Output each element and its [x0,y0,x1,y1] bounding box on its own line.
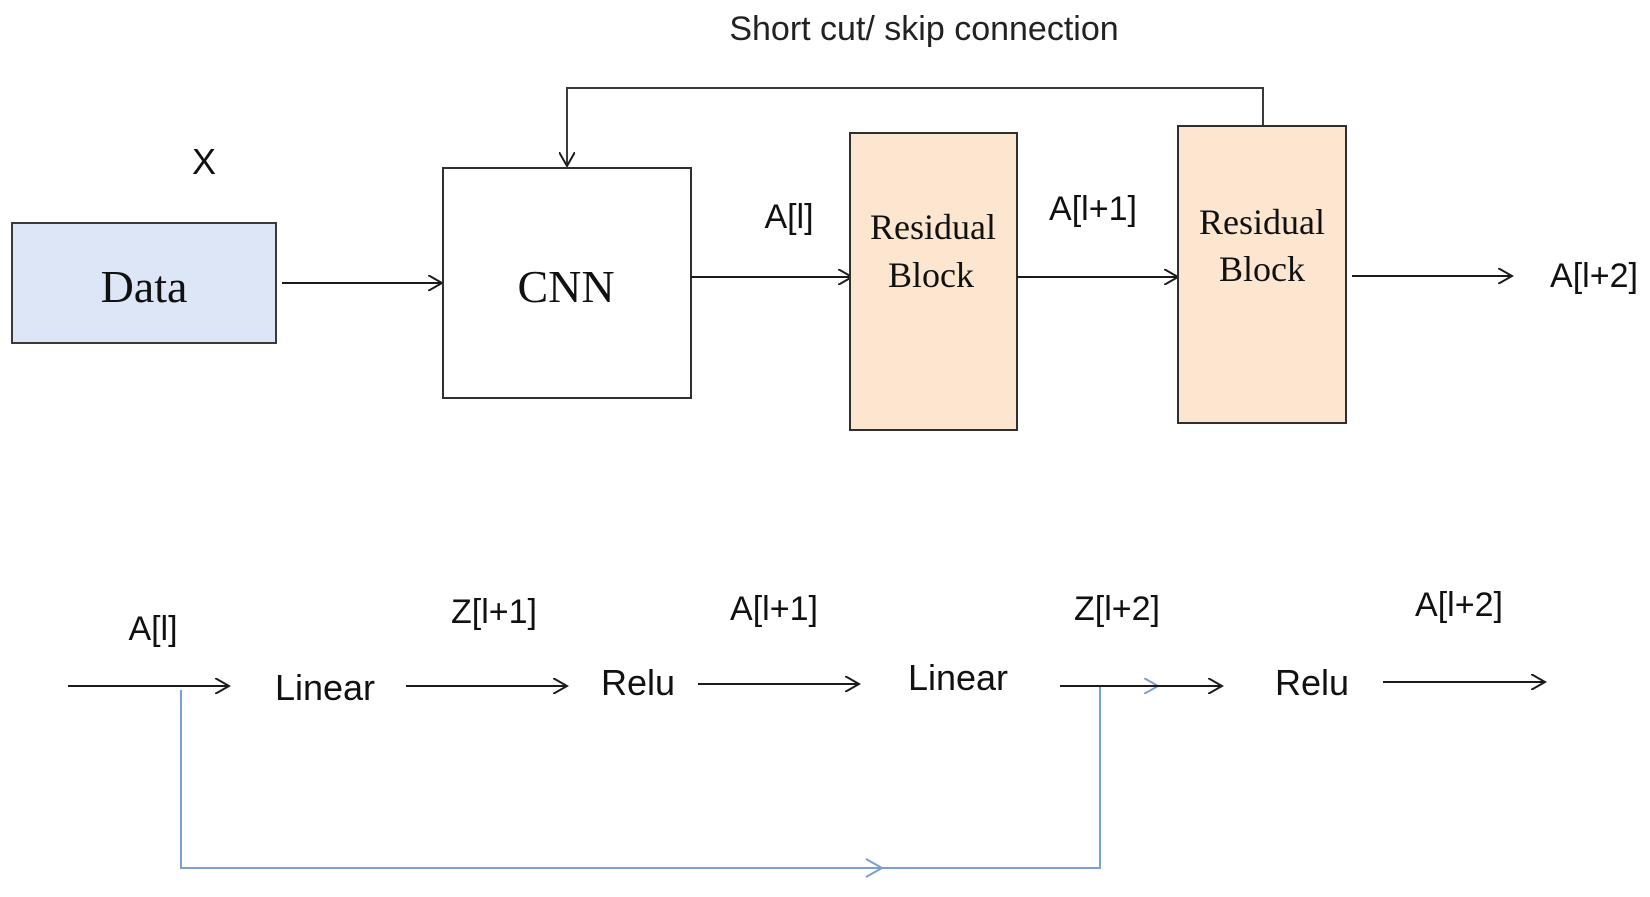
linear-1-label: Linear [275,667,375,708]
bottom-skip-midpoint-arrow-icon [865,858,885,878]
data-block [11,222,277,344]
linear-2-label: Linear [908,657,1008,698]
input-x-label: X [192,141,216,182]
shortcut-label: Short cut/ skip connection [729,10,1118,48]
z-l-plus-2-label: Z[l+2] [1074,590,1160,628]
bottom-skip-path [180,686,1158,869]
z-l-plus-1-label: Z[l+1] [451,593,537,631]
shortcut-path [567,87,1264,166]
residual-block-2 [1177,125,1347,424]
data-block-label: Data [101,261,188,312]
cnn-block [442,167,692,399]
residual-block-2-label-line-2: Block [1219,249,1305,289]
residual-block-1-label-line-1: Residual [870,207,996,247]
edge-label-a-l-plus-1: A[l+1] [1049,190,1137,228]
a-l-plus-1-label: A[l+1] [730,590,818,628]
residual-block-1-label-line-2: Block [888,255,974,295]
edge-label-a-l: A[l] [764,198,813,236]
residual-block-2-label-line-1: Residual [1199,202,1325,242]
relu-2-label: Relu [1275,662,1349,703]
cnn-block-label: CNN [517,261,614,312]
residual-block-1 [849,132,1018,431]
relu-1-label: Relu [601,662,675,703]
edge-label-a-l-plus-2: A[l+2] [1550,257,1638,295]
bottom-input-label: A[l] [128,610,177,648]
bottom-output-label: A[l+2] [1415,586,1503,624]
